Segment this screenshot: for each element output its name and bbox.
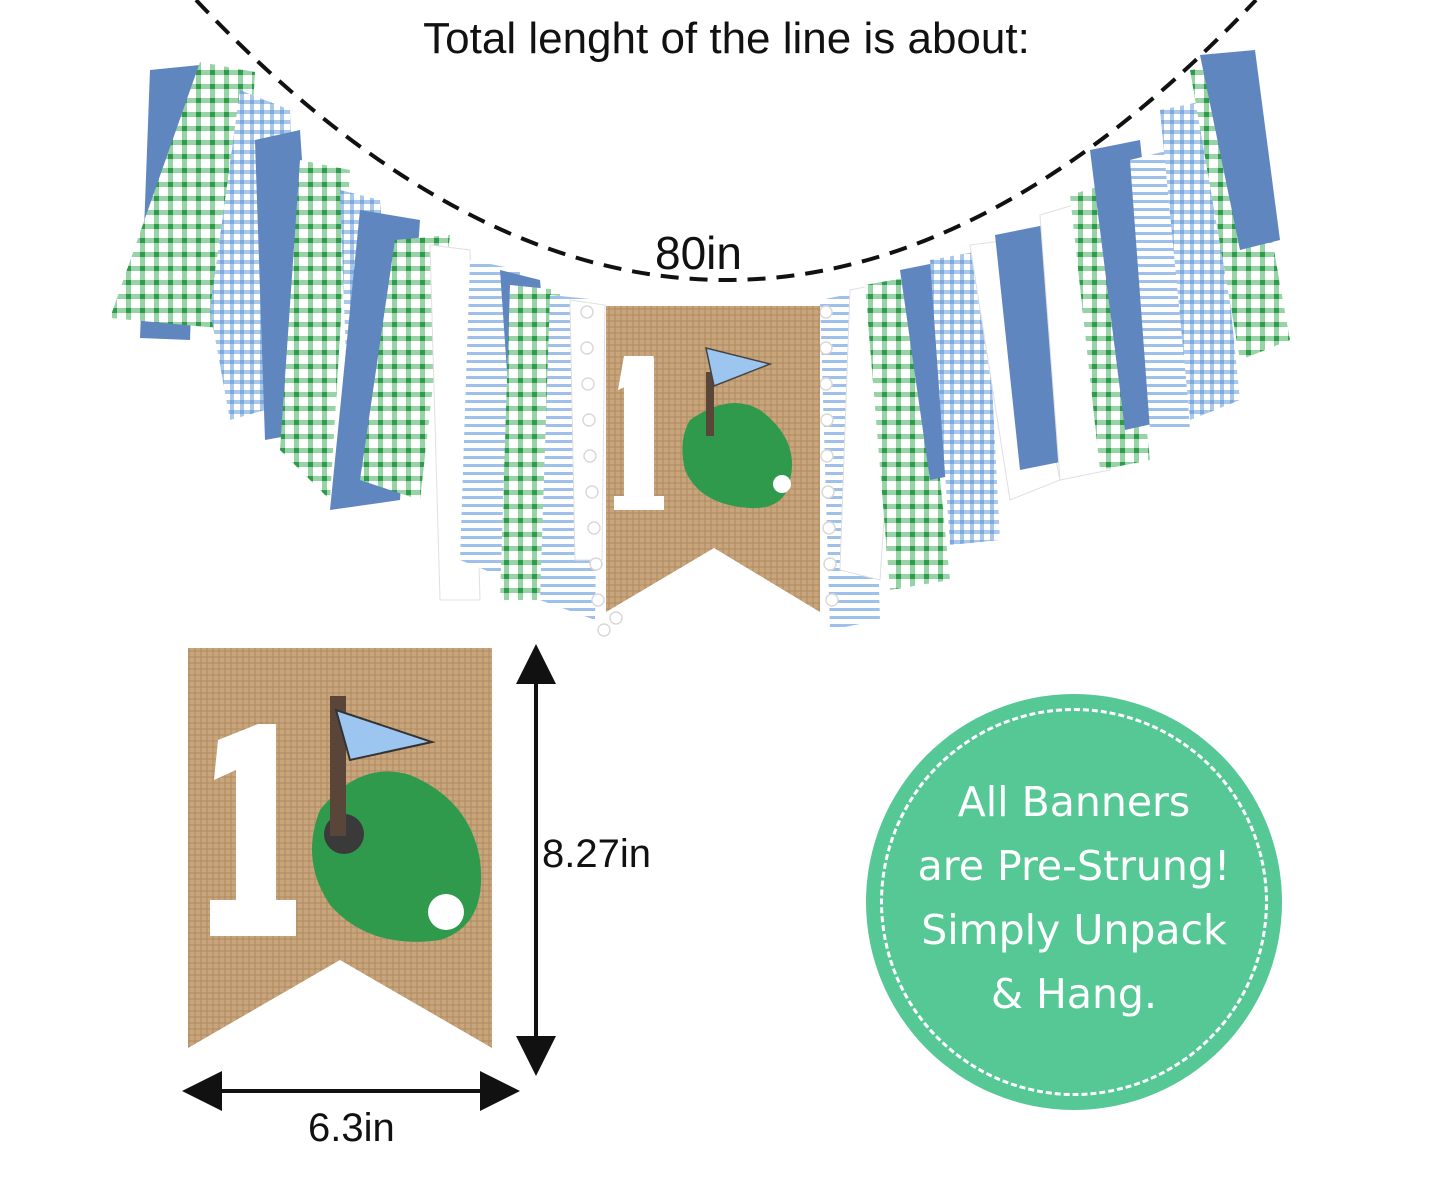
badge-line: are Pre-Strung! [917, 842, 1231, 890]
golf-ball-small [773, 475, 791, 493]
pom-pom-trim-left [580, 305, 623, 637]
badge-text: All Banners are Pre-Strung! Simply Unpac… [866, 770, 1282, 1026]
badge-line: & Hang. [990, 970, 1157, 1018]
pom-pom-trim-right [819, 305, 839, 607]
pre-strung-badge: All Banners are Pre-Strung! Simply Unpac… [866, 694, 1282, 1110]
banner-width-label: 6.3in [308, 1106, 395, 1150]
banner-small [606, 306, 820, 612]
golf-ball-large [428, 894, 464, 930]
banner-large [188, 648, 492, 1048]
number-one-small [624, 356, 654, 506]
line-length-label: 80in [655, 227, 742, 279]
badge-line: All Banners [957, 778, 1191, 826]
golf-flag [334, 708, 436, 762]
banner-height-label: 8.27in [542, 832, 651, 876]
badge-dashed-ring [880, 708, 1268, 1096]
heading-text: Total lenght of the line is about: [423, 14, 1030, 63]
fabric-strips-left [110, 62, 606, 620]
fabric-strips-right [820, 50, 1290, 630]
badge-line: Simply Unpack [921, 906, 1227, 954]
hanging-line [194, 0, 1258, 282]
number-one-large [210, 724, 296, 936]
